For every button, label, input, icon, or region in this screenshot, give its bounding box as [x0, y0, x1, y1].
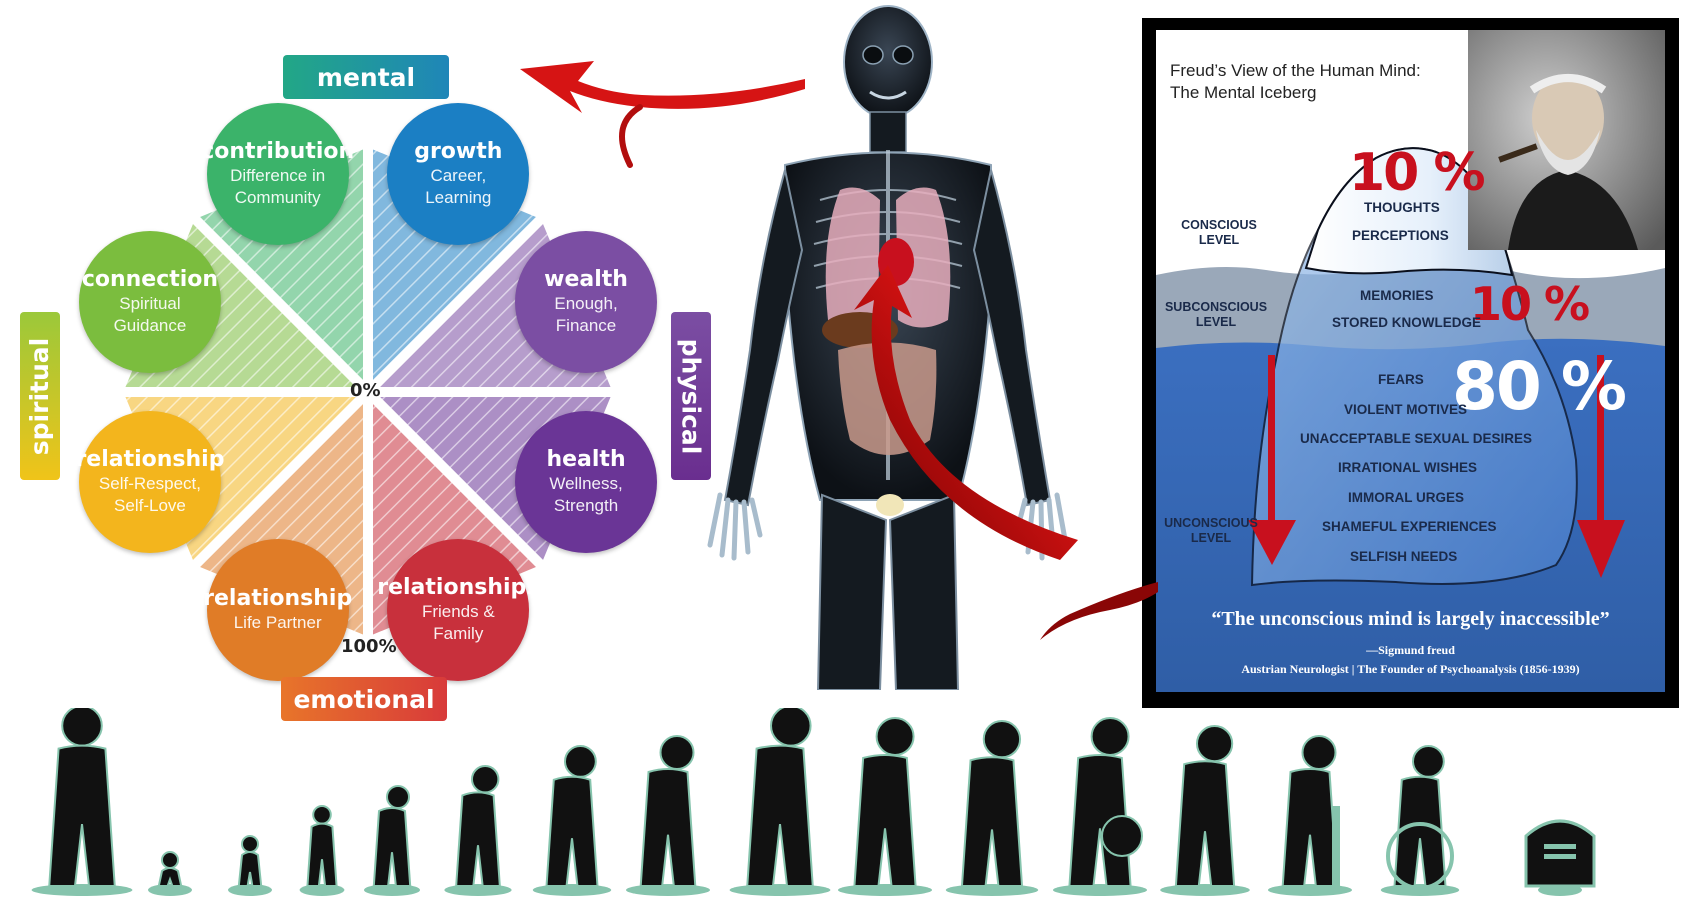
- xray-body: [707, 5, 1078, 690]
- subconscious-item-memories: MEMORIES: [1360, 288, 1434, 303]
- unconscious-item-fears: FEARS: [1378, 372, 1424, 387]
- life-stage-graduate: [729, 708, 831, 896]
- life-stages-strip: [31, 708, 1596, 896]
- life-stage-elder-with-cane: [1268, 735, 1352, 896]
- petal-title: growth: [414, 138, 503, 164]
- subconscious-item-knowledge: STORED KNOWLEDGE: [1332, 315, 1482, 330]
- tag-emotional: emotional: [281, 677, 447, 721]
- conscious-item-thoughts: THOUGHTS: [1364, 200, 1440, 215]
- freud-iceberg-inner: Freud’s View of the Human Mind: The Ment…: [1156, 30, 1665, 692]
- level-unconscious: UNCONSCIOUS LEVEL: [1164, 516, 1258, 545]
- iceberg-title-line2: The Mental Iceberg: [1170, 83, 1317, 102]
- red-arrow-to-mental: [520, 61, 805, 168]
- tag-spiritual: spiritual: [20, 312, 60, 480]
- life-stage-businessman: [945, 720, 1039, 896]
- life-stage-student: [532, 745, 612, 896]
- pct-subconscious: 10 %: [1470, 277, 1590, 331]
- life-stage-wheelchair: [1380, 745, 1460, 896]
- wheel-center-label: 0%: [350, 380, 381, 401]
- freud-portrait: [1468, 30, 1665, 250]
- freud-attribution: —Sigmund freud: [1366, 643, 1455, 657]
- unconscious-item-selfish-needs: SELFISH NEEDS: [1350, 549, 1458, 564]
- red-arrow-to-body: [854, 265, 1078, 560]
- life-stage-gravestone: [1524, 819, 1596, 896]
- petal-title: contribution: [201, 138, 355, 164]
- petal-title: relationship: [75, 447, 225, 473]
- iceberg-title-line1: Freud’s View of the Human Mind:: [1170, 61, 1421, 80]
- life-stage-worker: [837, 717, 933, 896]
- petal-subtitle: Wellness, Strength: [549, 474, 623, 516]
- unconscious-item-immoral-urges: IMMORAL URGES: [1348, 490, 1465, 505]
- conscious-item-perceptions: PERCEPTIONS: [1352, 228, 1449, 243]
- petal-subtitle: Spiritual Guidance: [113, 293, 187, 335]
- unconscious-item-irrational-wishes: IRRATIONAL WISHES: [1338, 460, 1478, 475]
- life-stage-money-bag-carrier: [1052, 717, 1148, 896]
- body-silhouette: [707, 5, 1069, 690]
- petal-subtitle: Life Partner: [233, 613, 322, 633]
- petal-title: health: [546, 447, 626, 473]
- life-stage-running-child: [444, 764, 512, 896]
- freud-quote: “The unconscious mind is largely inacces…: [1211, 608, 1610, 630]
- life-stage-child: [364, 785, 420, 896]
- life-stage-toddler: [299, 805, 345, 896]
- iceberg-title: Freud’s View of the Human Mind: The Ment…: [1170, 60, 1421, 104]
- petal-title: connection: [81, 266, 219, 292]
- life-stage-newborn: [148, 851, 192, 896]
- life-stage-hiker: [1160, 724, 1250, 896]
- iceberg-graphic: [1156, 30, 1665, 692]
- life-stage-teen-with-bag: [626, 735, 710, 896]
- petal-title: relationship: [203, 586, 353, 612]
- tag-emotional-label: emotional: [293, 684, 435, 714]
- petal-title: relationships: [377, 575, 540, 601]
- unconscious-item-violent-motives: VIOLENT MOTIVES: [1344, 402, 1468, 417]
- level-subconscious: SUBCONSCIOUS LEVEL: [1164, 300, 1268, 329]
- tag-mental-label: mental: [316, 62, 416, 92]
- petal-subtitle: Friends & Family: [421, 602, 495, 644]
- life-stage-crawling-baby: [228, 835, 272, 896]
- wheel-outer-label: 100%: [341, 636, 397, 657]
- pct-conscious: 10 %: [1349, 143, 1486, 203]
- tag-physical: physical: [671, 312, 711, 480]
- petal-subtitle: Career, Learning: [425, 165, 492, 207]
- unconscious-item-sexual-desires: UNACCEPTABLE SEXUAL DESIRES: [1300, 431, 1533, 446]
- tag-mental: mental: [283, 55, 449, 99]
- petal-subtitle: Difference in Community: [230, 165, 326, 207]
- unconscious-item-shameful-experiences: SHAMEFUL EXPERIENCES: [1322, 519, 1497, 534]
- freud-iceberg-panel: Freud’s View of the Human Mind: The Ment…: [1142, 18, 1679, 708]
- freud-caption: Austrian Neurologist | The Founder of Ps…: [1241, 662, 1580, 676]
- petal-subtitle: Self-Respect, Self-Love: [98, 474, 201, 516]
- life-stage-pregnancy: [31, 708, 133, 896]
- petal-title: wealth: [544, 266, 628, 292]
- level-conscious: CONSCIOUS LEVEL: [1181, 218, 1257, 247]
- petal-subtitle: Enough, Finance: [554, 293, 618, 335]
- tag-spiritual-label: spiritual: [25, 337, 55, 455]
- red-arrow-from-iceberg: [1040, 582, 1158, 640]
- pct-unconscious: 80 %: [1452, 348, 1627, 425]
